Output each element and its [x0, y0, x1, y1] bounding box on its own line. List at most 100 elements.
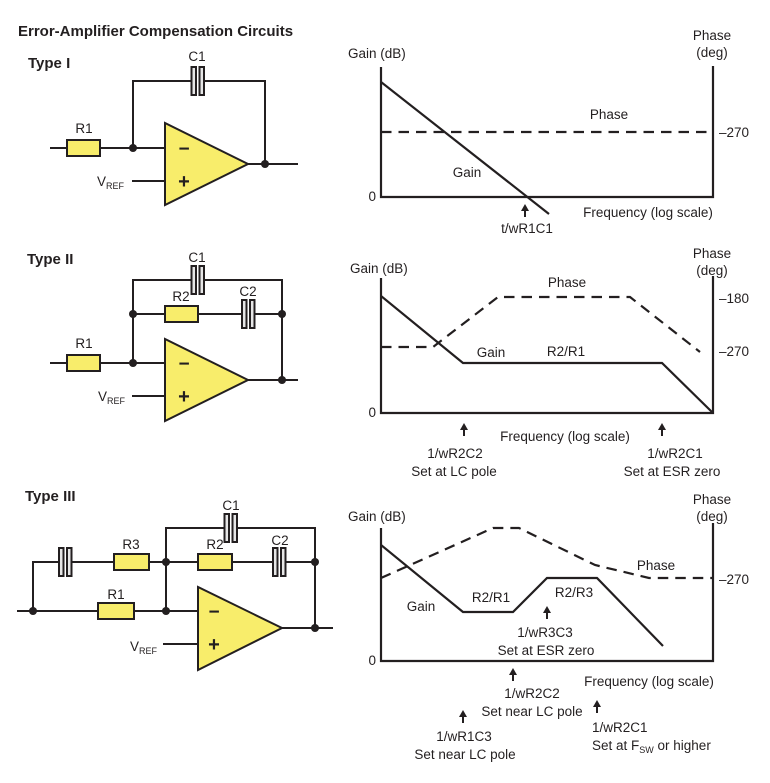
phase-axis-label: Phase [693, 492, 731, 507]
opamp-triangle [164, 121, 251, 207]
zero-annotation-note: Set at ESR zero [624, 464, 721, 479]
arrow-head [593, 700, 601, 707]
junction-dot [311, 624, 319, 632]
resistor-r3-label: R3 [122, 537, 139, 552]
gain-level-label: R2/R1 [547, 344, 585, 359]
gain-curve-label: Gain [477, 345, 506, 360]
junction-dot [278, 310, 286, 318]
phase-curve-label: Phase [590, 107, 628, 122]
gain-curve-label: Gain [407, 599, 436, 614]
phase-axis-label: Phase [693, 28, 731, 43]
up-arrow-icon [521, 204, 529, 217]
arrow-head [509, 668, 517, 675]
capacitor-plate [231, 513, 238, 543]
up-arrow-icon [658, 423, 666, 436]
capacitor-plate [66, 547, 73, 577]
junction-dot [129, 310, 137, 318]
resistor-r1 [97, 602, 135, 620]
capacitor-plate [249, 299, 256, 329]
up-arrow-icon [509, 668, 517, 681]
phase-axis-unit: (deg) [696, 509, 728, 524]
arrow-head [658, 423, 666, 430]
gain-curve-label: Gain [453, 165, 482, 180]
tick-minus180: –180 [719, 291, 749, 306]
resistor-r2 [197, 553, 233, 571]
r2c1-annotation-freq: 1/wR2C1 [592, 720, 648, 735]
capacitor-c2 [272, 547, 287, 577]
arrow-head [521, 204, 529, 211]
up-arrow-icon [543, 606, 551, 619]
gain-level2-label: R2/R3 [555, 585, 593, 600]
capacitor-plate [241, 299, 248, 329]
type1-section: Type I R1 C1 − + VREF Gain (dB) Phase (d… [28, 28, 749, 236]
up-arrow-icon [593, 700, 601, 713]
capacitor-plate [190, 66, 197, 96]
arrow-head [460, 423, 468, 430]
type2-circuit: Type II R1 R2 C1 C2 − + VREF [27, 250, 298, 423]
arrow-head [543, 606, 551, 613]
resistor-r1-label: R1 [75, 336, 92, 351]
phase-curve [380, 526, 713, 580]
up-arrow-icon [459, 710, 467, 723]
type2-plot: Gain (dB) Phase (deg) –180 –270 Phase Ga… [350, 246, 749, 479]
r2c1-annotation-note: Set at FSW or higher [592, 738, 711, 755]
tick-minus270: –270 [719, 125, 749, 140]
capacitor-c1-label: C1 [188, 250, 205, 265]
capacitor-plate [272, 547, 279, 577]
gain-curve [380, 81, 550, 215]
vref-label: VREF [130, 639, 158, 656]
type2-label: Type II [27, 251, 73, 268]
junction-dot [29, 607, 37, 615]
junction-dot [278, 376, 286, 384]
phase-axis-label: Phase [693, 246, 731, 261]
gain-curve [380, 544, 664, 647]
phase-axis-unit: (deg) [696, 263, 728, 278]
plot-axes [379, 523, 715, 663]
origin-zero: 0 [368, 189, 376, 204]
junction-dot [261, 160, 269, 168]
plot-axes [379, 276, 715, 415]
junction-dot [129, 144, 137, 152]
resistor-r2-label: R2 [206, 537, 223, 552]
capacitor-c1-label: C1 [222, 498, 239, 513]
phase-curve-label: Phase [548, 275, 586, 290]
type3-plot: Gain (dB) Phase (deg) –270 Phase Gain R2… [348, 492, 749, 762]
vref-label: VREF [98, 389, 126, 406]
opamp-triangle [164, 337, 251, 423]
type1-plot: Gain (dB) Phase (deg) Phase –270 Gain 0 … [348, 28, 749, 236]
vref-label: VREF [97, 174, 125, 191]
capacitor-c1 [190, 265, 205, 295]
phase-axis-unit: (deg) [696, 45, 728, 60]
gain-level1-label: R2/R1 [472, 590, 510, 605]
capacitor-c2-label: C2 [239, 284, 256, 299]
gain-axis-label: Gain (dB) [348, 509, 406, 524]
type1-label: Type I [28, 55, 70, 72]
tick-minus270: –270 [719, 572, 749, 587]
capacitor-plate [190, 265, 197, 295]
type1-circuit: Type I R1 C1 − + VREF [28, 49, 298, 207]
capacitor-c2 [241, 299, 256, 329]
frequency-axis-label: Frequency (log scale) [500, 429, 630, 444]
crossover-annotation: t/wR1C1 [501, 221, 553, 236]
opamp-triangle [197, 585, 285, 672]
resistor-r1-label: R1 [107, 587, 124, 602]
inverting-input-sign: − [178, 139, 189, 160]
inverting-input-sign: − [178, 354, 189, 375]
capacitor-plate [198, 265, 205, 295]
type3-section: Type III R1 R3 R2 C1 C2 − + [17, 488, 749, 762]
resistor-r2 [164, 305, 199, 323]
zero-annotation-freq: 1/wR2C1 [647, 446, 703, 461]
esr-annotation-note: Set at ESR zero [498, 643, 595, 658]
pole-annotation-freq: 1/wR2C2 [427, 446, 483, 461]
origin-zero: 0 [368, 653, 376, 668]
figure-title: Error-Amplifier Compensation Circuits [18, 23, 293, 40]
junction-dot [129, 359, 137, 367]
capacitor-c1-label: C1 [188, 49, 205, 64]
resistor-r3 [113, 553, 150, 571]
gain-axis-label: Gain (dB) [350, 261, 408, 276]
noninverting-input-sign: + [178, 171, 190, 193]
gain-axis-label: Gain (dB) [348, 46, 406, 61]
frequency-axis-label: Frequency (log scale) [583, 205, 713, 220]
